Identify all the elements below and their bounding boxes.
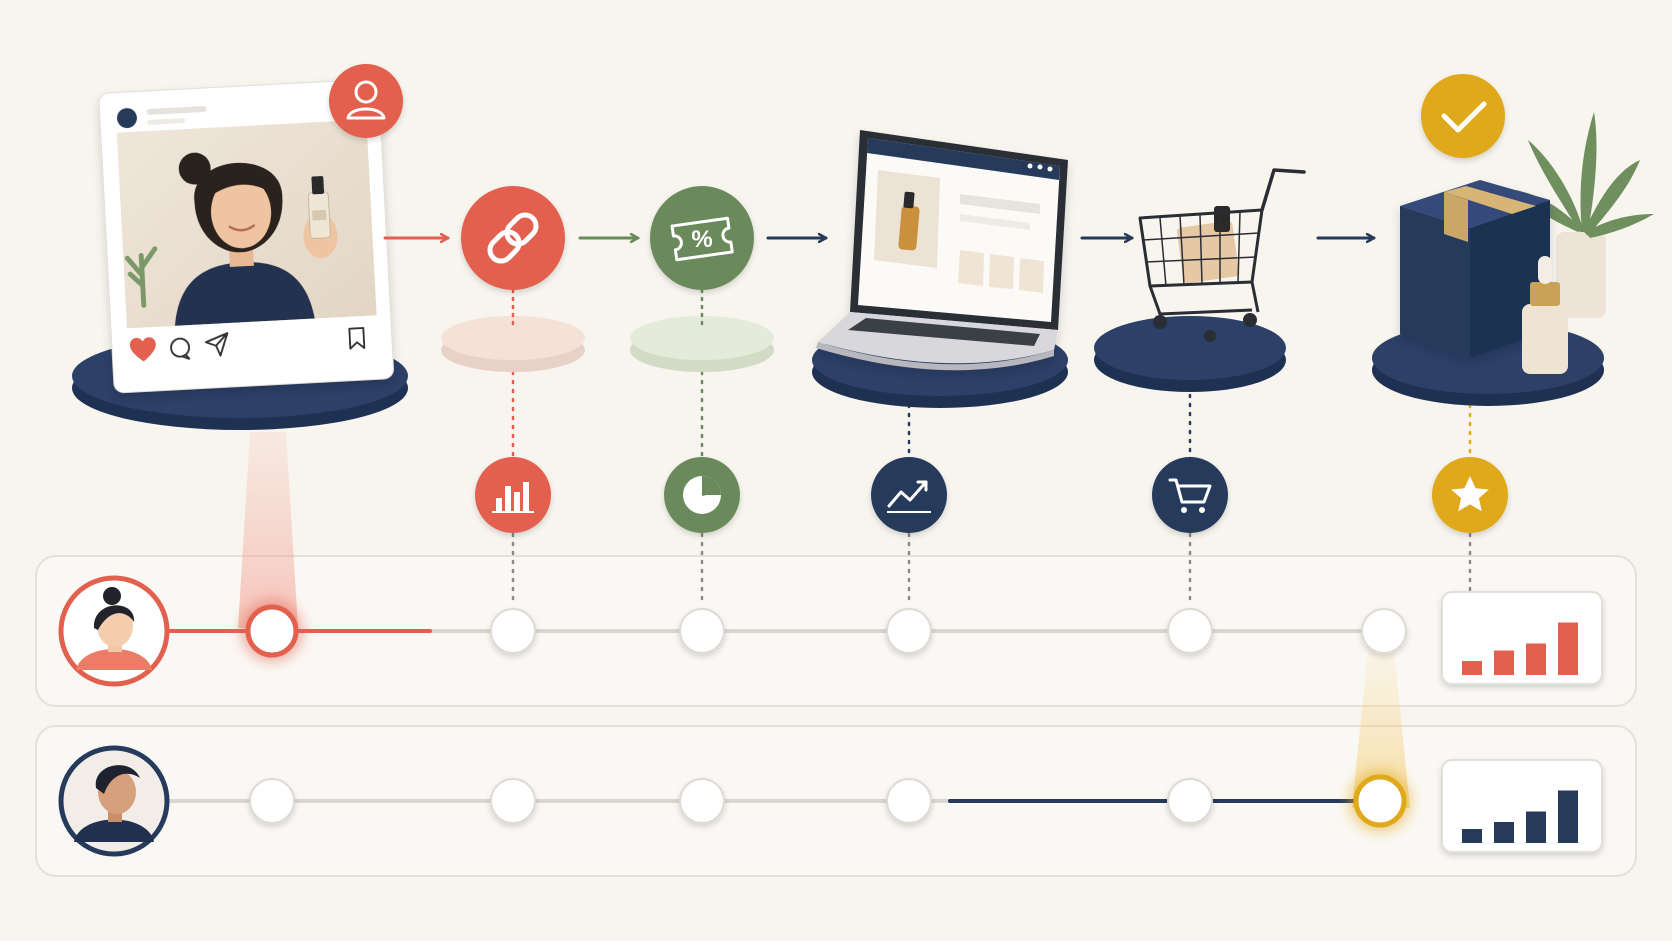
metric-icons [475, 457, 1508, 533]
pie-chart-icon [664, 457, 740, 533]
coupon-percent-icon: % [650, 186, 754, 290]
star-icon [1432, 457, 1508, 533]
serum-bottle [1522, 256, 1568, 374]
mini-bars [1462, 790, 1578, 843]
lane-node[interactable] [679, 608, 725, 654]
journey-nodes [249, 771, 1410, 831]
plant-pot [1556, 232, 1606, 318]
mini-bar [1526, 811, 1546, 843]
mini-bar-chart [1441, 759, 1603, 853]
stage-social-post [72, 64, 408, 430]
active-lane-node[interactable] [245, 604, 299, 658]
checkmark-icon [1421, 74, 1505, 158]
mini-bar [1494, 650, 1514, 675]
lane-node[interactable] [1361, 608, 1407, 654]
mini-bar [1526, 643, 1546, 675]
cart-icon [1152, 457, 1228, 533]
lane-node[interactable] [249, 778, 295, 824]
mini-bar [1462, 661, 1482, 675]
stage-affiliate-link [441, 186, 585, 372]
trend-up-icon [871, 457, 947, 533]
share-icon [204, 332, 229, 357]
lane-2 [58, 745, 1603, 857]
svg-text:%: % [691, 226, 712, 253]
highlight-beam-gold [1352, 650, 1410, 808]
mini-bar [1558, 622, 1578, 675]
lane-node[interactable] [1167, 608, 1213, 654]
like-heart-icon [129, 337, 156, 362]
lane-node[interactable] [886, 608, 932, 654]
mini-bars [1462, 622, 1578, 675]
stage-cart [1094, 168, 1306, 392]
mini-bar [1558, 790, 1578, 843]
man-avatar-icon [58, 745, 170, 857]
lane-node[interactable] [490, 608, 536, 654]
journey-nodes [242, 601, 1407, 661]
stage-purchase [1372, 74, 1654, 406]
lane-node[interactable] [679, 778, 725, 824]
bookmark-icon [348, 326, 366, 350]
active-lane-node[interactable] [1353, 774, 1407, 828]
mini-bar [1494, 822, 1514, 843]
post-author-avatar [116, 108, 137, 129]
laptop-icon [816, 130, 1068, 371]
woman-avatar-icon [58, 575, 170, 687]
shopping-cart-icon [1138, 168, 1306, 342]
lane-1 [58, 575, 1603, 687]
comment-icon [170, 337, 191, 361]
user-icon [329, 64, 403, 138]
mini-bar [1462, 829, 1482, 843]
lane-node[interactable] [490, 778, 536, 824]
stage-discount-coupon: % [630, 186, 774, 372]
stage-product-page [812, 130, 1068, 408]
highlight-beam-coral [238, 432, 298, 628]
mini-bar-chart [1441, 591, 1603, 685]
lane-node[interactable] [1167, 778, 1213, 824]
lane-node[interactable] [886, 778, 932, 824]
bar-chart-icon [475, 457, 551, 533]
link-icon [461, 186, 565, 290]
